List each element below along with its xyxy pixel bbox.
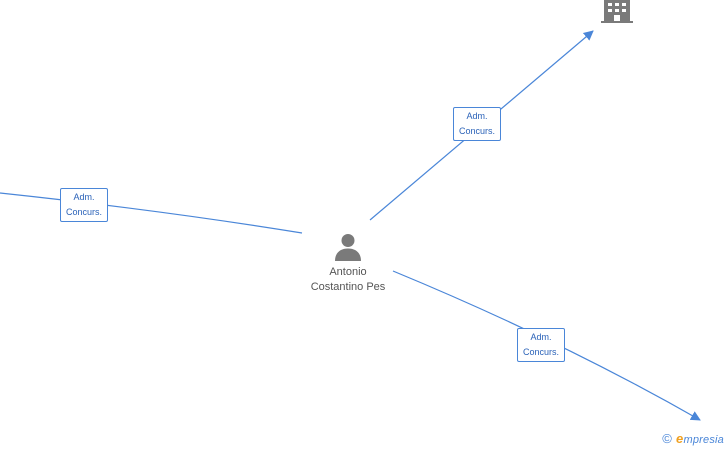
company-node[interactable] — [601, 0, 633, 23]
person-name-line2: Costantino Pes — [310, 281, 386, 293]
building-icon — [601, 0, 633, 23]
edge-label-upper-right-line1: Adm. — [466, 111, 488, 121]
edge-label-upper-right[interactable]: Adm. Concurs. — [453, 107, 502, 141]
person-icon — [335, 234, 361, 261]
person-node[interactable]: Antonio Costantino Pes — [292, 232, 404, 295]
brand-initial: e — [676, 431, 684, 446]
copyright-icon: © — [662, 431, 673, 446]
brand-name: mpresia — [683, 434, 724, 446]
edge-label-left-line2: Concurs. — [66, 207, 103, 217]
edge-label-left[interactable]: Adm. Concurs. — [60, 188, 109, 222]
edge-label-lower-right-line1: Adm. — [530, 332, 552, 342]
empresia-watermark: ©empresia — [662, 431, 724, 446]
edge-label-lower-right-line2: Concurs. — [523, 347, 560, 357]
edge-label-lower-right[interactable]: Adm. Concurs. — [517, 328, 566, 362]
edge-label-upper-right-line2: Concurs. — [459, 126, 496, 136]
edge-line-left — [0, 192, 303, 234]
edge-label-left-line1: Adm. — [73, 192, 95, 202]
person-name-line1: Antonio — [329, 266, 367, 278]
